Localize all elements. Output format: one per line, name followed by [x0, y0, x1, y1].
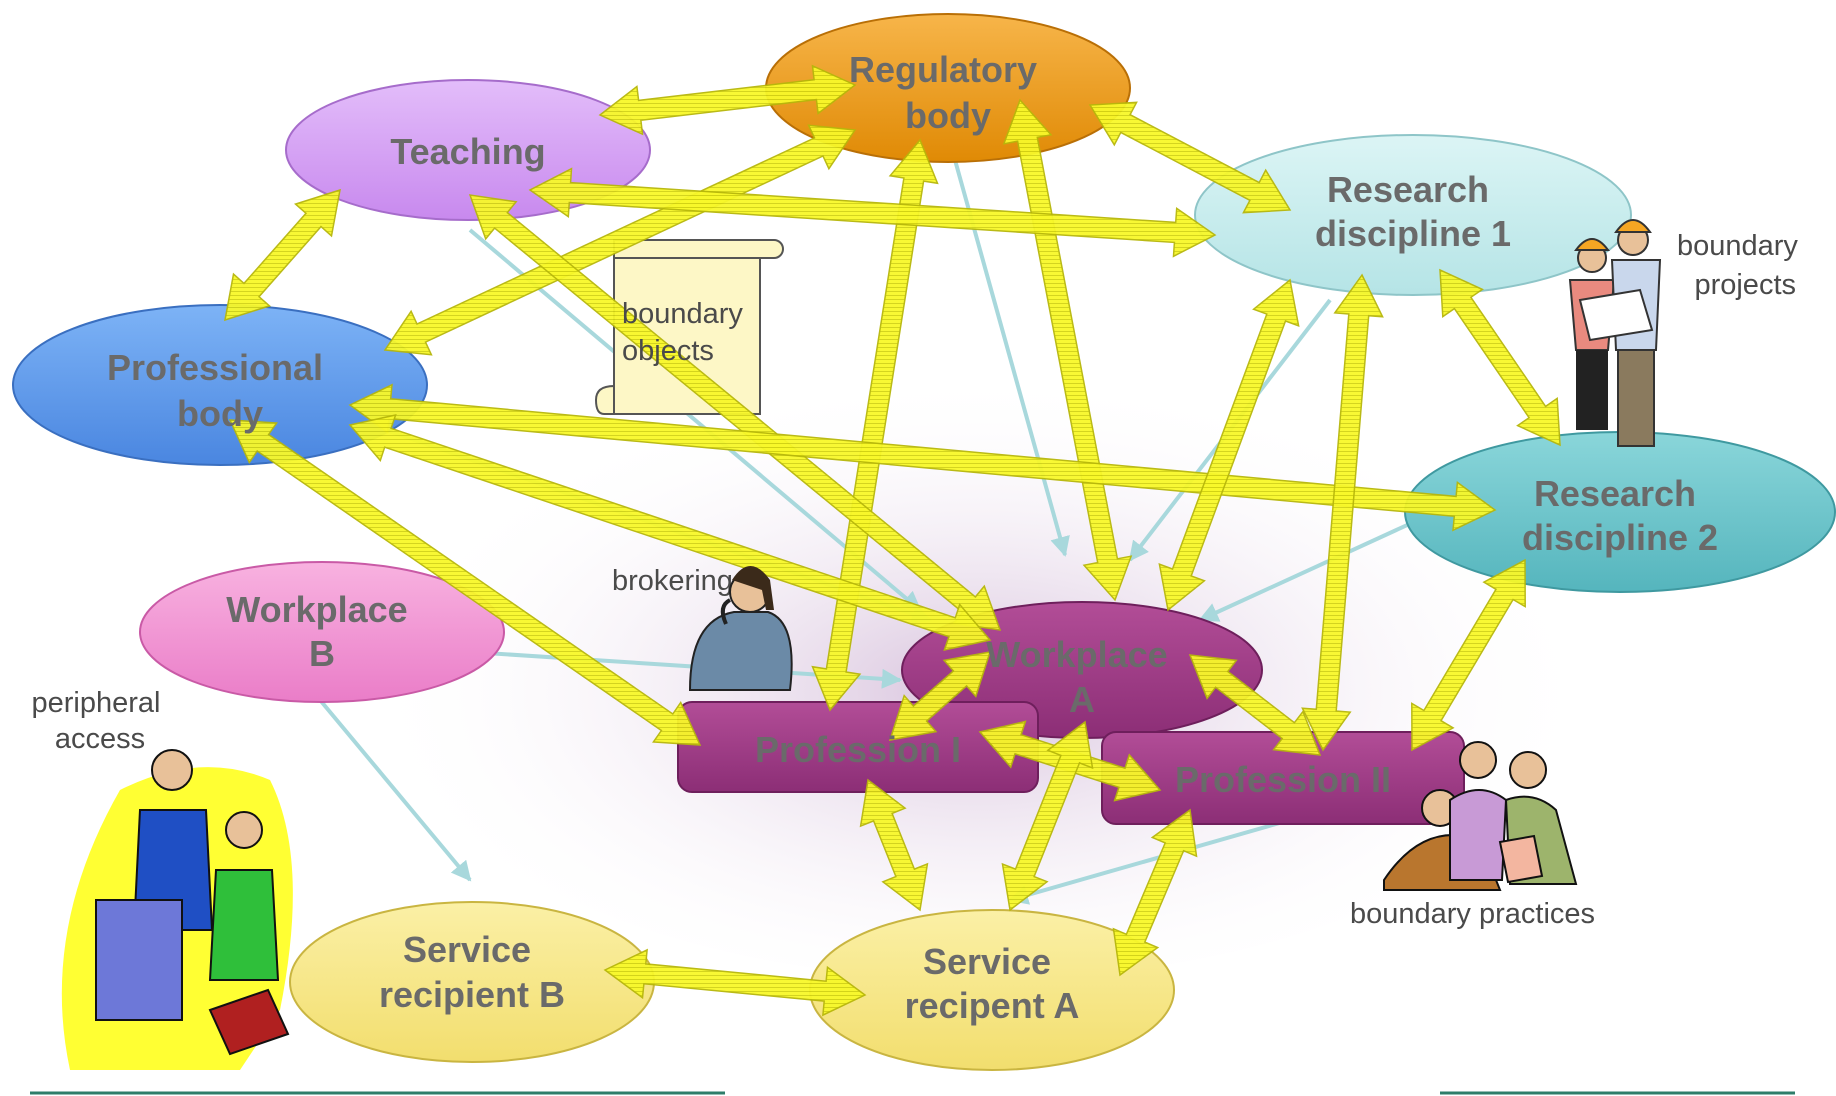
scroll-top-roll	[613, 239, 784, 259]
profession-2-label: Profession II	[1175, 759, 1391, 800]
workplace-b-label: Workplace B	[226, 589, 417, 674]
double-arrow-teaching-profession1	[468, 194, 1002, 631]
hard-hat-1-icon	[1574, 238, 1610, 251]
boundary-objects-label: boundary objects	[622, 298, 751, 367]
scroll-bottom-curl	[594, 384, 615, 415]
teaching-label: Teaching	[390, 131, 545, 172]
double-arrows	[224, 64, 1561, 1017]
double-arrow-research1-workplace-a	[1158, 278, 1300, 612]
book-icon	[208, 988, 290, 1056]
thin-arrow-profession2-service-a	[1008, 818, 1291, 905]
telephone-icon	[720, 598, 732, 625]
research-discipline-2-label: Research discipline 2	[1522, 473, 1718, 558]
document-icon	[1498, 834, 1544, 884]
boundary-practices-illustration	[1383, 741, 1578, 891]
double-arrow-teaching-professional	[224, 188, 341, 322]
woman-top	[208, 869, 280, 981]
service-recipient-b-label: Service recipient B	[379, 929, 565, 1015]
broker-jacket	[688, 611, 793, 691]
double-arrow-workplace-a-profession1	[888, 651, 992, 741]
double-arrow-regulatory-professional	[383, 124, 857, 356]
thin-arrow-research2-workplace-a	[1198, 508, 1441, 622]
boundary-practices-label: boundary practices	[1350, 898, 1595, 930]
double-arrow-regulatory-research1	[1088, 101, 1292, 214]
node-labels: Regulatory body Teaching Research discip…	[107, 49, 1718, 1026]
computer-icon	[95, 899, 183, 1021]
brokering-label: brokering	[612, 565, 733, 597]
worker-2-trousers	[1617, 349, 1655, 447]
blueprint-icon	[1578, 288, 1654, 342]
boundary-projects-label: boundary projects	[1677, 230, 1806, 301]
brokering-person-illustration	[688, 566, 793, 691]
double-arrow-profession1-service-a	[859, 778, 929, 912]
workplace-b-node	[139, 561, 505, 703]
peripheral-access-label: peripheral access	[31, 687, 168, 755]
peripheral-access-illustration	[61, 749, 293, 1070]
double-arrow-workplace-a-service-a	[1001, 720, 1094, 912]
double-arrow-teaching-research1	[528, 167, 1217, 258]
professional-body-node	[12, 304, 428, 466]
profession-1-label: Profession I	[755, 729, 961, 770]
thin-arrow-workplaceb-service-b	[318, 698, 472, 882]
double-arrow-research1-profession2	[1301, 273, 1384, 752]
boundary-projects-people-illustration	[1568, 219, 1662, 447]
person-a-body	[1449, 789, 1508, 881]
professional-body-label: Professional body	[107, 347, 333, 434]
worker-1-skirt	[1576, 350, 1608, 430]
person-b-head	[1509, 751, 1547, 789]
double-arrow-profession2-service-a	[1112, 808, 1198, 977]
double-arrow-regulatory-profession1	[811, 138, 939, 712]
double-arrow-professional-workplace-a	[348, 413, 992, 652]
research-discipline-1-label: Research discipline 1	[1315, 169, 1511, 254]
woman-head	[225, 811, 263, 849]
double-arrow-professional-profession1	[228, 419, 702, 746]
person-a-head	[1459, 741, 1497, 779]
double-arrow-research2-profession2	[1411, 558, 1526, 752]
annotation-labels: boundary objects boundary projects broke…	[31, 230, 1806, 930]
double-arrow-regulatory-teaching	[598, 64, 857, 136]
regulatory-body-label: Regulatory body	[849, 49, 1047, 136]
man-head	[151, 749, 193, 791]
hard-hat-2-icon	[1614, 219, 1652, 233]
service-recipient-a-label: Service recipent A	[905, 941, 1080, 1026]
double-arrow-research1-research2	[1439, 268, 1561, 447]
double-arrow-workplace-a-profession2	[1188, 654, 1322, 756]
broker-hair	[732, 566, 774, 610]
workplace-a-label: Workplace A	[986, 634, 1177, 720]
double-arrow-service-b-service-a	[603, 948, 867, 1017]
research-discipline-1-node	[1194, 134, 1632, 296]
